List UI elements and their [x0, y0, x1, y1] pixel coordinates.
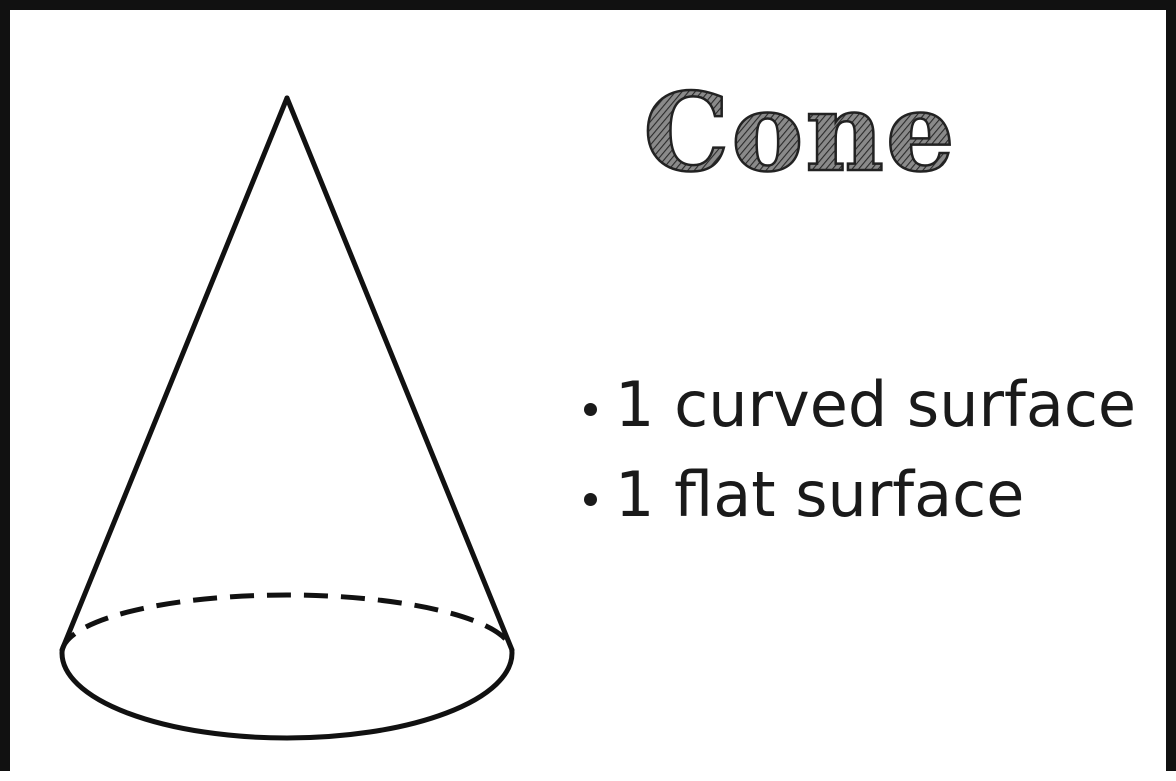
fact-text: 1 flat surface	[615, 450, 1024, 540]
title-area: Cone	[610, 60, 990, 200]
cone-base-hidden-edge	[62, 595, 512, 653]
fact-text: 1 curved surface	[615, 360, 1136, 450]
cone-base-front-edge	[62, 653, 512, 738]
page-title: Cone	[643, 70, 956, 196]
fact-item-curved-surface: 1 curved surface	[584, 360, 1174, 450]
fact-item-flat-surface: 1 flat surface	[584, 450, 1174, 540]
bullet-icon	[584, 403, 597, 416]
cone-left-edge	[62, 98, 287, 650]
title-graphic: Cone	[610, 60, 990, 200]
bullet-icon	[584, 493, 597, 506]
cone-right-edge	[287, 98, 512, 650]
facts-list: 1 curved surface 1 flat surface	[584, 360, 1174, 540]
